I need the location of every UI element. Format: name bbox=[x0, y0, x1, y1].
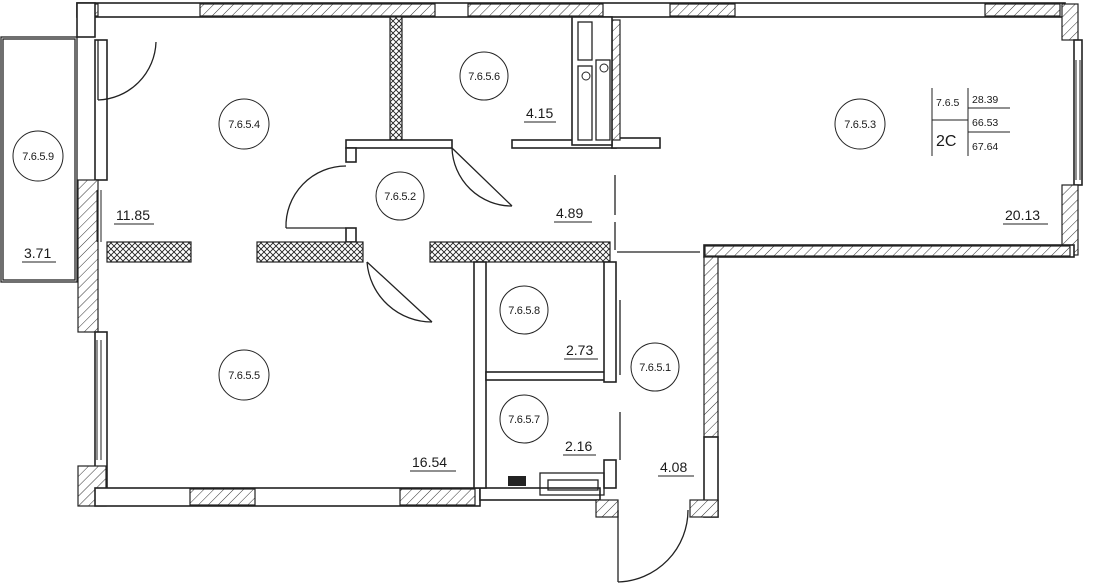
room-label-7-6-5-3: 7.6.5.3 20.13 bbox=[834, 98, 1048, 225]
svg-text:2.73: 2.73 bbox=[566, 342, 593, 358]
apartment-type: 2C bbox=[936, 133, 956, 150]
svg-text:7.6.5.3: 7.6.5.3 bbox=[844, 119, 876, 131]
room-label-7-6-5-7: 7.6.5.7 2.16 bbox=[499, 394, 596, 456]
room-label-7-6-5-6: 7.6.5.6 4.15 bbox=[459, 51, 556, 123]
room-label-7-6-5-2: 7.6.5.2 4.89 bbox=[375, 171, 592, 223]
svg-text:7.6.5.1: 7.6.5.1 bbox=[639, 362, 671, 374]
room-label-7-6-5-4: 7.6.5.4 11.85 bbox=[114, 98, 270, 225]
svg-text:4.89: 4.89 bbox=[556, 205, 583, 221]
room-label-7-6-5-5: 7.6.5.5 16.54 bbox=[218, 349, 456, 472]
total-area: 66.53 bbox=[972, 117, 998, 129]
exterior-walls bbox=[76, 2, 1083, 518]
windows bbox=[96, 60, 1081, 460]
svg-text:2.16: 2.16 bbox=[565, 438, 592, 454]
svg-text:20.13: 20.13 bbox=[1005, 207, 1040, 223]
svg-text:7.6.5.9: 7.6.5.9 bbox=[22, 151, 54, 163]
interior-walls bbox=[106, 16, 700, 496]
svg-text:7.6.5.5: 7.6.5.5 bbox=[228, 370, 260, 382]
room-label-7-6-5-9: 7.6.5.9 3.71 bbox=[12, 130, 64, 263]
svg-text:16.54: 16.54 bbox=[412, 454, 447, 470]
balcony bbox=[0, 36, 78, 283]
total-area-with-balcony: 67.64 bbox=[972, 141, 998, 153]
svg-text:11.85: 11.85 bbox=[116, 207, 150, 223]
room-label-7-6-5-8: 7.6.5.8 2.73 bbox=[499, 285, 598, 360]
doors bbox=[97, 40, 689, 583]
svg-text:4.15: 4.15 bbox=[526, 105, 553, 121]
svg-text:7.6.5.8: 7.6.5.8 bbox=[508, 305, 540, 317]
svg-text:7.6.5.2: 7.6.5.2 bbox=[384, 191, 416, 203]
living-area: 28.39 bbox=[972, 94, 998, 106]
room-label-7-6-5-1: 7.6.5.1 4.08 bbox=[630, 342, 694, 477]
svg-text:7.6.5.4: 7.6.5.4 bbox=[228, 119, 260, 131]
svg-text:7.6.5.6: 7.6.5.6 bbox=[468, 71, 500, 83]
svg-text:3.71: 3.71 bbox=[24, 245, 51, 261]
apartment-number: 7.6.5 bbox=[936, 97, 960, 109]
svg-text:7.6.5.7: 7.6.5.7 bbox=[508, 414, 540, 426]
svg-text:4.08: 4.08 bbox=[660, 459, 687, 475]
apartment-info-block: 7.6.5 2C 28.39 66.53 67.64 bbox=[931, 88, 1010, 156]
